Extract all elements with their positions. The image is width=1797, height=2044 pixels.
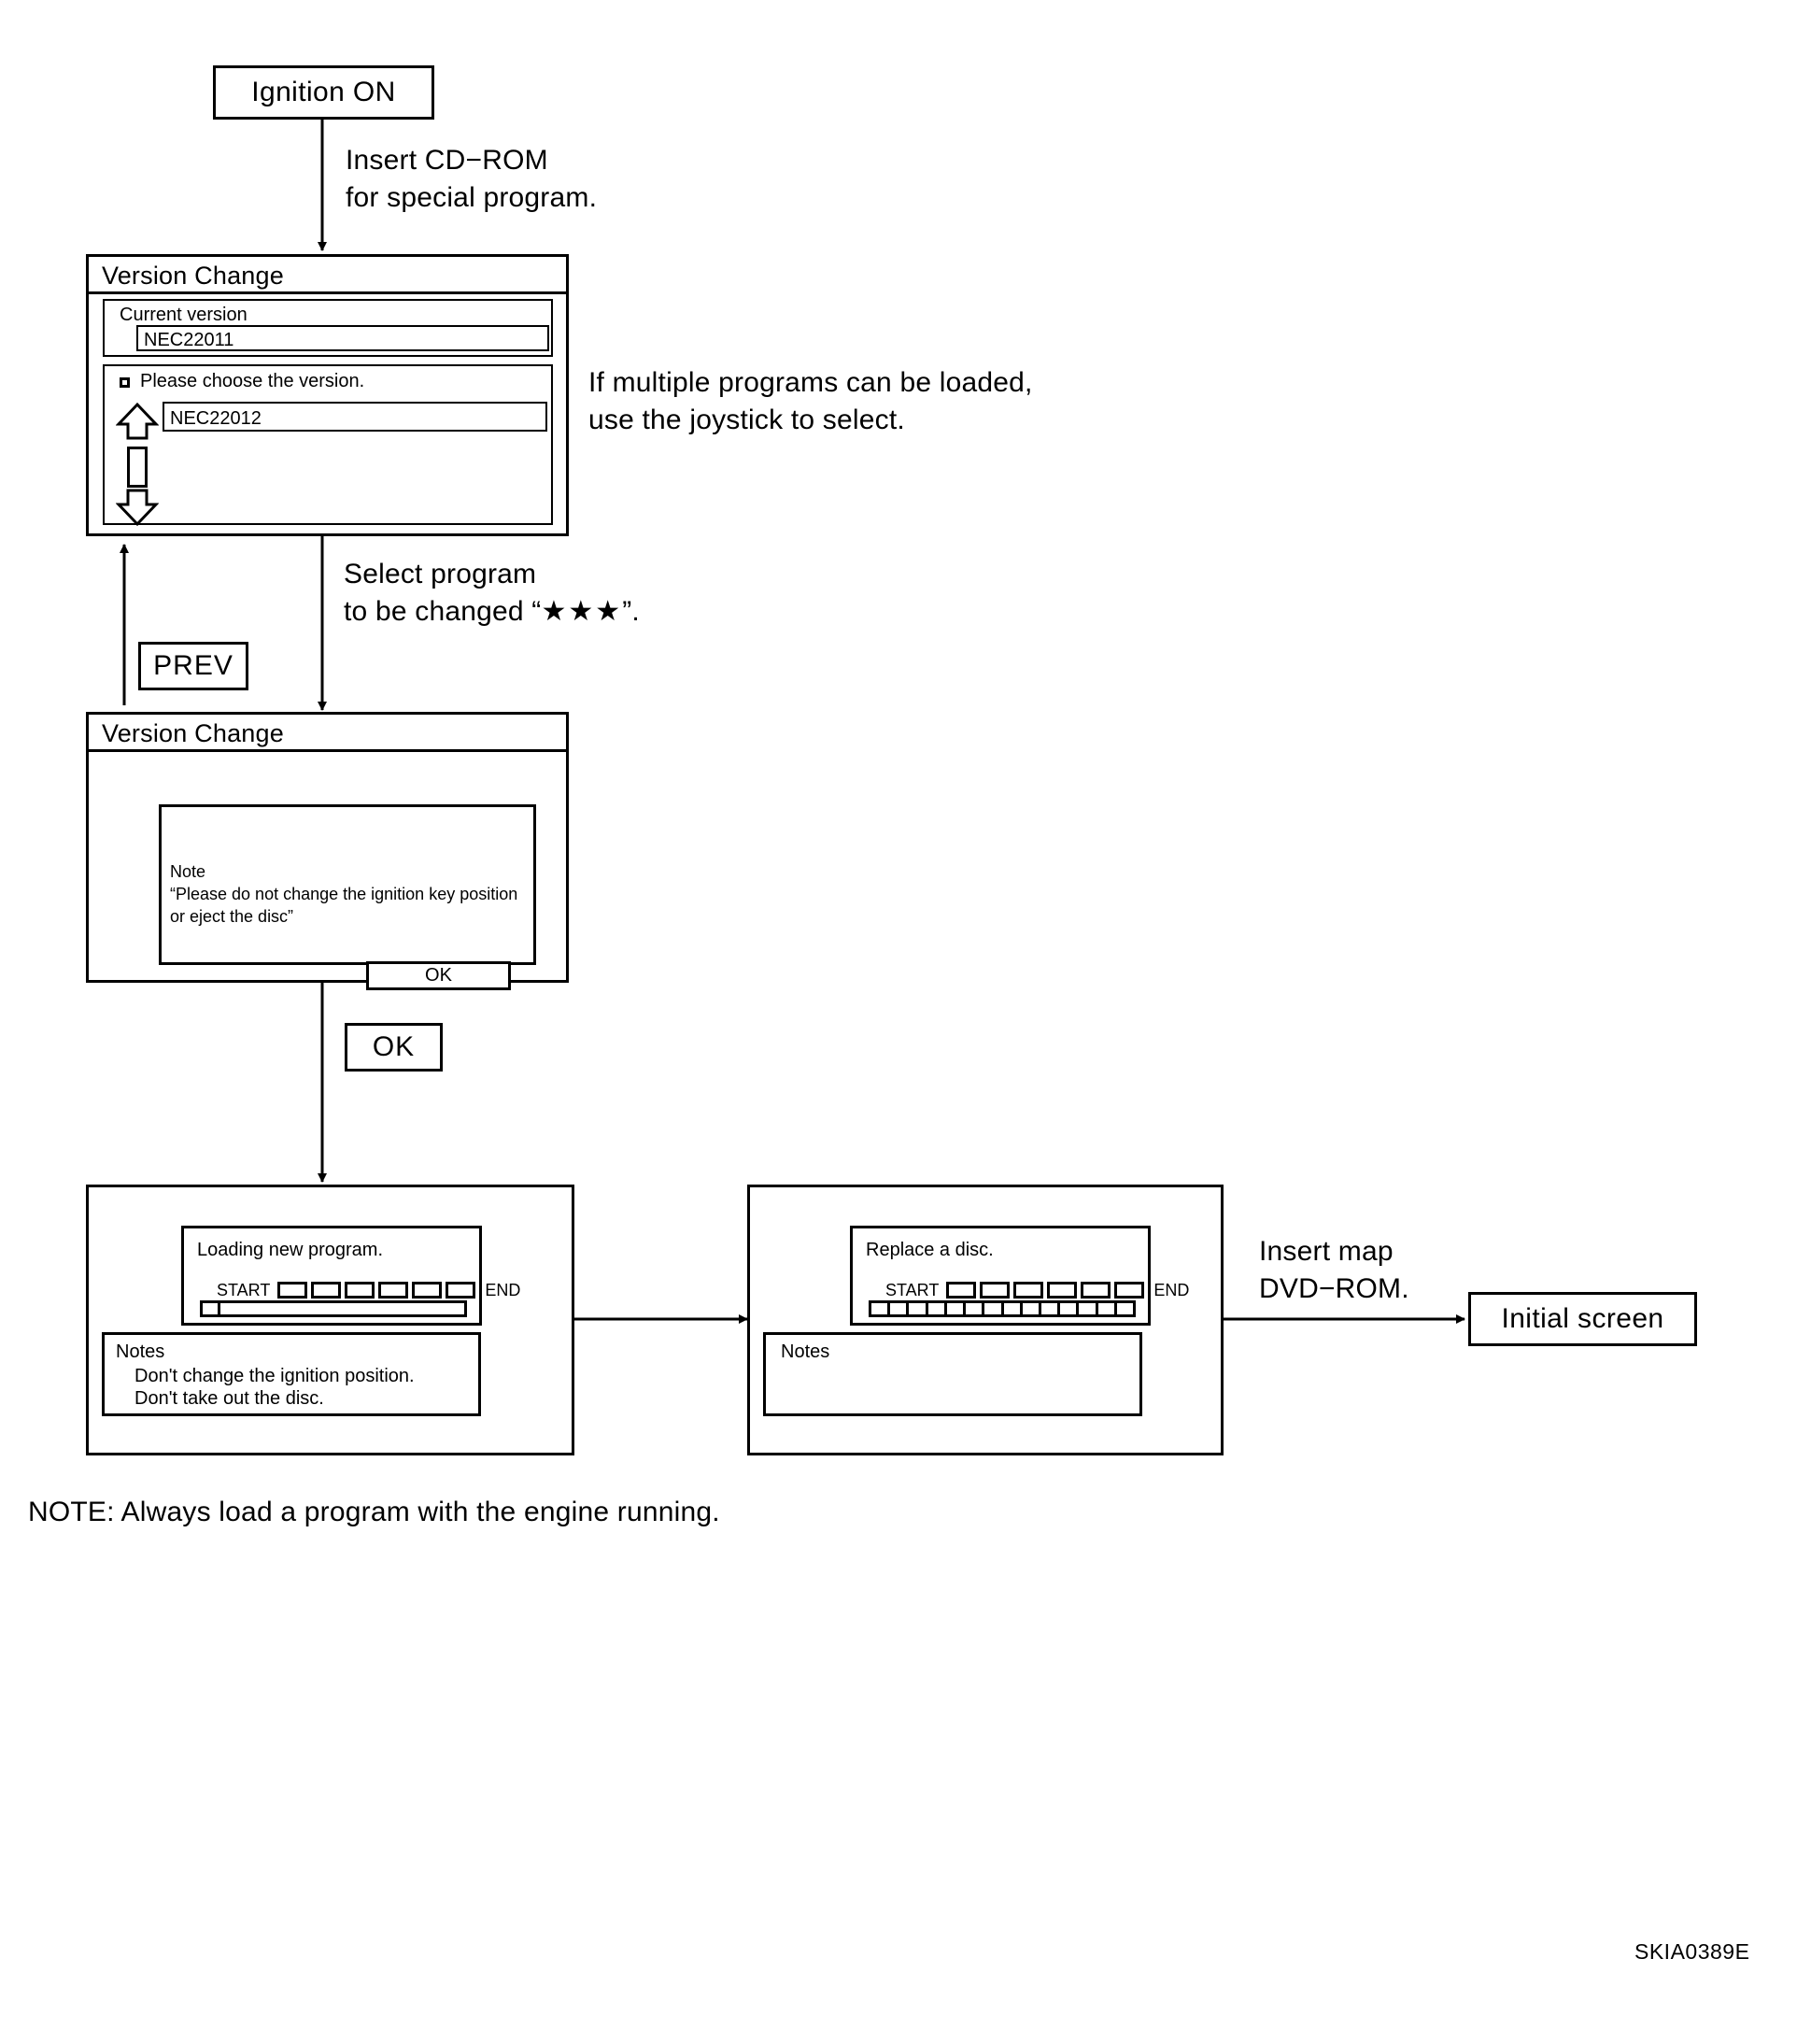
- current-version-value: NEC22011: [144, 330, 234, 350]
- dialog-ok-button[interactable]: OK: [366, 961, 511, 990]
- replace-progress-bar: [869, 1300, 1136, 1317]
- loading-notes-panel: Notes Don't change the ignition position…: [102, 1332, 481, 1416]
- selected-version-field[interactable]: NEC22012: [163, 402, 547, 432]
- loading-screen: Loading new program. START END Notes Don…: [86, 1185, 574, 1455]
- replace-status-text: Replace a disc.: [866, 1240, 994, 1260]
- loading-tick: [277, 1282, 308, 1299]
- choose-version-prompt: Please choose the version.: [140, 371, 365, 391]
- current-version-group: Current version NEC22011: [103, 299, 553, 357]
- replace-progress-segment: [909, 1303, 928, 1314]
- loading-end-label: END: [485, 1281, 521, 1299]
- version-confirm-title: Version Change: [102, 719, 284, 747]
- replace-end-label: END: [1153, 1281, 1190, 1299]
- annotation-insert-map-dvd: Insert map DVD−ROM.: [1259, 1236, 1409, 1304]
- loading-status-text: Loading new program.: [197, 1240, 384, 1260]
- loading-tick: [378, 1282, 409, 1299]
- dialog-ok-button-label: OK: [425, 965, 452, 986]
- loading-tick-row: START END: [217, 1278, 520, 1302]
- replace-progress-segment: [947, 1303, 967, 1314]
- replace-progress-segment: [1041, 1303, 1061, 1314]
- loading-status-panel: Loading new program. START END: [181, 1226, 520, 1326]
- note-heading: Note: [170, 862, 206, 881]
- replace-tick: [946, 1282, 977, 1299]
- replace-tick-row: START END: [885, 1278, 1189, 1302]
- loading-start-label: START: [217, 1281, 271, 1299]
- loading-tick: [345, 1282, 375, 1299]
- node-ignition-on[interactable]: Ignition ON: [213, 65, 434, 120]
- replace-progress-segment: [1098, 1303, 1117, 1314]
- replace-start-label: START: [885, 1281, 940, 1299]
- version-select-titlebar: Version Change: [89, 257, 566, 294]
- loading-tick: [311, 1282, 342, 1299]
- transition-select-program-tail: ”.: [622, 596, 640, 627]
- replace-progress-segment: [928, 1303, 947, 1314]
- replace-tick: [980, 1282, 1011, 1299]
- note-panel: Note “Please do not change the ignition …: [159, 804, 536, 965]
- replace-progress-segment: [871, 1303, 891, 1314]
- current-version-field: NEC22011: [136, 325, 549, 351]
- transition-select-program-text: Select program to be changed “: [344, 559, 542, 627]
- replace-progress-segment: [890, 1303, 910, 1314]
- transition-select-program-label: Select program to be changed “★★★”.: [344, 556, 640, 631]
- replace-tick: [1013, 1282, 1044, 1299]
- replace-tick: [1114, 1282, 1145, 1299]
- replace-progress-segment: [1117, 1303, 1133, 1314]
- replace-progress-segment: [1004, 1303, 1023, 1314]
- replace-tick: [1047, 1282, 1078, 1299]
- replace-disc-screen: Replace a disc. START END: [747, 1185, 1224, 1455]
- replace-progress-segment: [966, 1303, 985, 1314]
- version-select-dialog[interactable]: Version Change Current version NEC22011 …: [86, 254, 569, 536]
- node-ignition-on-label: Ignition ON: [251, 77, 396, 107]
- node-initial-screen[interactable]: Initial screen: [1468, 1292, 1697, 1346]
- replace-progress-segment: [1060, 1303, 1080, 1314]
- bottom-note: NOTE: Always load a program with the eng…: [28, 1497, 720, 1527]
- loading-tick: [412, 1282, 443, 1299]
- replace-notes-heading: Notes: [781, 1341, 830, 1362]
- loading-tick: [446, 1282, 476, 1299]
- loading-progress-fill: [203, 1303, 220, 1314]
- loading-notes-line-1: Don't change the ignition position.: [134, 1366, 415, 1386]
- figure-code: SKIA0389E: [1634, 1939, 1750, 1964]
- scroll-up-arrow-icon[interactable]: [116, 402, 159, 441]
- scroll-track[interactable]: [127, 447, 148, 488]
- choose-version-group: Please choose the version. NEC22012: [103, 364, 553, 527]
- replace-progress-segment: [1023, 1303, 1041, 1314]
- node-initial-screen-label: Initial screen: [1501, 1303, 1664, 1334]
- prev-button[interactable]: PREV: [138, 642, 248, 690]
- replace-status-panel: Replace a disc. START END: [850, 1226, 1189, 1326]
- loading-notes-line-2: Don't take out the disc.: [134, 1388, 324, 1409]
- annotation-multiple-programs: If multiple programs can be loaded, use …: [588, 367, 1033, 435]
- replace-notes-panel: Notes: [763, 1332, 1142, 1416]
- ok-button-label: OK: [372, 1031, 416, 1062]
- current-version-label: Current version: [120, 305, 248, 325]
- prev-button-label: PREV: [153, 650, 233, 681]
- transition-insert-cdrom-label: Insert CD−ROM for special program.: [346, 145, 598, 213]
- replace-tick: [1081, 1282, 1111, 1299]
- replace-progress-segment: [1079, 1303, 1098, 1314]
- version-select-title: Version Change: [102, 262, 284, 290]
- selected-version-value: NEC22012: [170, 408, 262, 429]
- version-confirm-dialog[interactable]: Version Change Note “Please do not chang…: [86, 712, 569, 990]
- ok-button[interactable]: OK: [345, 1023, 443, 1072]
- note-body-line-1: “Please do not change the ignition key p…: [170, 885, 518, 903]
- scroll-down-arrow-icon[interactable]: [116, 488, 159, 527]
- loading-notes-heading: Notes: [116, 1341, 165, 1362]
- replace-progress-segment: [984, 1303, 1004, 1314]
- loading-progress-bar: [200, 1300, 467, 1317]
- bullet-square-icon: [120, 377, 130, 388]
- stars-glyph: ★★★: [541, 596, 623, 627]
- version-confirm-titlebar: Version Change: [89, 715, 566, 752]
- note-body-line-2: or eject the disc”: [170, 907, 294, 926]
